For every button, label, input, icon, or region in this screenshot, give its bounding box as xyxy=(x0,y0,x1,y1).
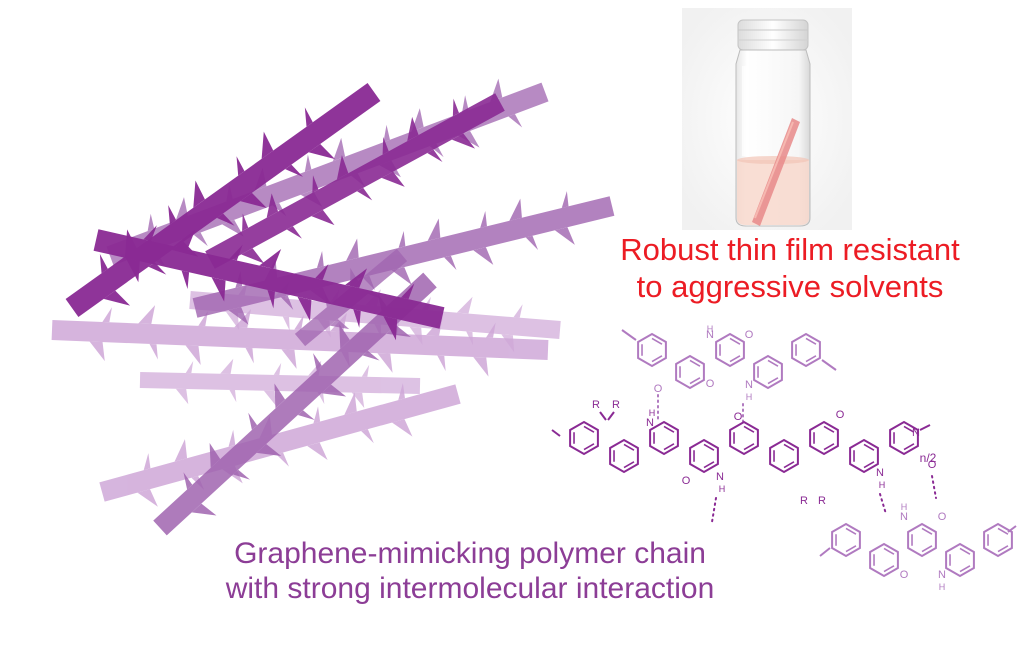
atom-label: R xyxy=(800,495,808,507)
atom-label: O xyxy=(938,511,947,523)
atom-label: O xyxy=(706,378,715,390)
atom-label: N xyxy=(745,379,753,391)
atom-label: O xyxy=(900,569,909,581)
atom-label: O xyxy=(734,411,743,423)
atom-label: N xyxy=(646,417,654,429)
atom-label: O xyxy=(682,475,691,487)
atom-label: N xyxy=(706,329,714,341)
atom-label: H xyxy=(707,324,714,334)
atom-label: N xyxy=(912,427,920,439)
atom-label: O xyxy=(745,329,754,341)
atom-label: H xyxy=(901,502,908,512)
atom-label: R xyxy=(592,399,600,411)
atom-label: O xyxy=(836,409,845,421)
atom-label: H xyxy=(746,392,753,402)
atom-label: H xyxy=(719,484,726,494)
atom-label: N xyxy=(876,467,884,479)
repeat-unit-label: n/2 xyxy=(920,451,937,465)
atom-label: N xyxy=(938,569,946,581)
caption-line-2: to aggressive solvents xyxy=(636,268,944,304)
atom-label: R xyxy=(818,495,826,507)
polymer-strand xyxy=(93,225,445,341)
atom-label: H xyxy=(879,480,886,490)
caption-line-1: Robust thin film resistant xyxy=(620,232,960,267)
vial-photo-icon xyxy=(682,8,852,230)
caption-line-1: Graphene-mimicking polymer chain xyxy=(234,537,706,570)
atom-label: N xyxy=(900,511,908,523)
polymer-chain-caption: Graphene-mimicking polymer chain with st… xyxy=(150,536,790,607)
polymer-strand xyxy=(205,93,505,269)
atom-label: H xyxy=(649,408,656,418)
atom-label: R xyxy=(612,399,620,411)
atom-label: O xyxy=(928,459,937,471)
solvent-resistance-caption: Robust thin film resistant to aggressive… xyxy=(560,232,1020,305)
caption-line-2: with strong intermolecular interaction xyxy=(225,572,715,606)
atom-label: N xyxy=(716,471,724,483)
atom-label: H xyxy=(939,582,946,592)
atom-label: O xyxy=(654,383,663,395)
polymer-strands-icon xyxy=(51,78,615,536)
